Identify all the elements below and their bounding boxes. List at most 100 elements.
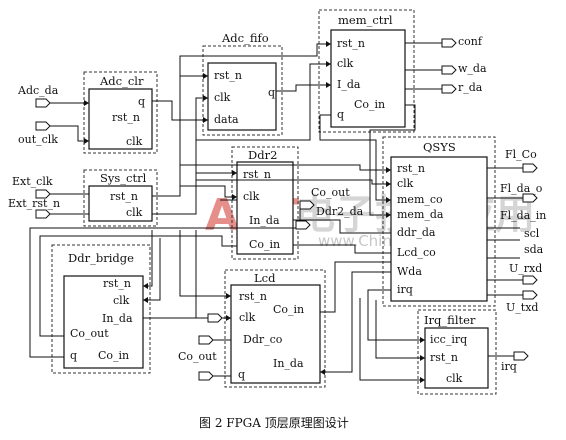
qsys-port-wda: Wda — [397, 265, 422, 278]
output-pin-r-da — [441, 84, 457, 94]
lcd-title: Lcd — [254, 271, 276, 285]
lcd-port-ddr-co: Ddr_co — [243, 333, 283, 346]
pin-ddr2-da — [295, 220, 311, 230]
input-pin-adc-da — [35, 98, 51, 108]
signal-out-clk: out_clk — [18, 133, 58, 146]
ddr2-title: Ddr2 — [248, 148, 277, 162]
signal-ddr2-da: Ddr2_da — [316, 205, 364, 218]
lcd-port-q: q — [238, 368, 245, 381]
output-pin-fl-da-o — [522, 193, 538, 203]
irq-filter-frame — [417, 309, 497, 395]
irq-filter-block — [424, 327, 489, 389]
adc-fifo-port-clk: clk — [214, 91, 231, 104]
adc-fifo-port-rst-n: rst_n — [214, 69, 242, 82]
mem-ctrl-port-clk: clk — [337, 57, 354, 70]
ddr-bridge-port-q: q — [70, 349, 77, 362]
adc-clr-port-rst-n: rst_n — [112, 111, 140, 124]
figure-caption: 图 2 FPGA 顶层原理图设计 — [199, 416, 349, 430]
lcd-port-co-in: Co_in — [273, 303, 304, 316]
ddr2-block — [236, 161, 294, 255]
signal-fl-da-in: Fl_da_in — [500, 209, 546, 222]
signal-u-txd: U_txd — [506, 301, 538, 314]
signal-u-rxd: U_rxd — [509, 262, 542, 275]
adc-clr-frame — [83, 71, 158, 154]
input-pin-ext-clk — [35, 189, 51, 199]
lcd-block — [230, 284, 321, 384]
sys-ctrl-port-rst-n: rst_n — [110, 190, 138, 203]
qsys-port-irq: irq — [397, 283, 413, 296]
mem-ctrl-title: mem_ctrl — [338, 13, 393, 27]
ddr-bridge-port-in-da: In_da — [102, 312, 133, 325]
mem-ctrl-port-co-in: Co_in — [354, 98, 385, 111]
wires — [29, 42, 525, 381]
sys-ctrl-block — [88, 185, 153, 222]
adc-clr-port-clk: clk — [126, 135, 143, 148]
irq-filter-port-rst-n: rst_n — [430, 351, 458, 364]
signal-conf: conf — [458, 35, 483, 48]
lcd-port-rst-n: rst_n — [239, 290, 267, 303]
ddr-bridge-port-rst-n: rst_n — [103, 277, 131, 290]
pin-lcd-in — [207, 313, 223, 323]
adc-fifo-port-q: q — [268, 86, 275, 99]
input-pin-out-clk — [35, 121, 51, 131]
input-pin-ext-rst-n — [35, 209, 51, 219]
output-pin-irq — [513, 351, 529, 361]
signal-irq-out: irq — [501, 360, 517, 373]
adc-clr-port-q: q — [138, 95, 145, 108]
adc-fifo-frame — [202, 45, 283, 136]
sys-ctrl-title: Sys_ctrl — [100, 171, 147, 185]
qsys-port-mem-co: mem_co — [397, 193, 443, 206]
mem-ctrl-port-rst-n: rst_n — [337, 37, 365, 50]
ddr2-port-clk: clk — [243, 190, 260, 203]
irq-filter-title: Irq_filter — [424, 313, 476, 327]
signal-adc-da: Adc_da — [17, 84, 59, 97]
signal-ext-rst-n: Ext_rst_n — [8, 197, 60, 210]
signal-fl-co: Fl_Co — [505, 148, 537, 161]
qsys-port-mem-da: mem_da — [397, 208, 444, 221]
qsys-frame — [382, 136, 496, 307]
output-pin-w-da — [441, 65, 457, 75]
signal-co-out-low: Co_out — [178, 350, 217, 363]
irq-filter-port-icc-irq: icc_irq — [430, 333, 467, 346]
adc-fifo-port-data: data — [214, 113, 239, 126]
output-pin-fl-co — [522, 163, 538, 173]
lcd-port-in-da: In_da — [273, 357, 304, 370]
ddr-bridge-port-co-in: Co_in — [98, 349, 129, 362]
signal-scl: scl — [524, 227, 540, 240]
output-pin-conf — [441, 38, 457, 48]
signal-sda: sda — [524, 243, 544, 256]
sys-ctrl-port-clk: clk — [126, 206, 143, 219]
ddr-bridge-block — [63, 275, 144, 369]
qsys-title: QSYS — [423, 140, 456, 154]
adc-fifo-title: Adc_fifo — [221, 31, 269, 45]
qsys-port-lcd-co: Lcd_co — [397, 246, 436, 259]
ddr2-frame — [231, 146, 299, 260]
connectors — [35, 38, 538, 383]
adc-clr-block — [88, 88, 153, 150]
output-pin-u-txd — [522, 290, 538, 300]
pin-lcd-ddr-co — [198, 335, 214, 345]
ddr2-port-co-in: Co_in — [249, 238, 280, 251]
output-pin-u-rxd — [522, 275, 538, 285]
signal-w-da: w_da — [458, 62, 487, 75]
signal-ext-clk: Ext_clk — [12, 175, 53, 188]
signal-r-da: r_da — [458, 81, 483, 94]
pin-co-out-mid — [299, 200, 315, 210]
mem-ctrl-block — [330, 29, 406, 128]
sys-ctrl-frame — [83, 169, 158, 227]
ddr-bridge-frame — [51, 244, 151, 374]
ddr-bridge-port-co-out: Co_out — [70, 327, 109, 340]
ddr-bridge-title: Ddr_bridge — [68, 251, 134, 265]
lcd-frame — [224, 269, 326, 388]
qsys-port-clk: clk — [397, 177, 414, 190]
qsys-port-ddr-da: ddr_da — [397, 226, 436, 239]
mem-ctrl-port-q: q — [337, 108, 344, 121]
ddr2-port-in-da: In_da — [249, 214, 280, 227]
mem-ctrl-frame — [318, 9, 415, 133]
qsys-port-rst-n: rst_n — [397, 162, 425, 175]
lcd-port-clk: clk — [239, 311, 256, 324]
irq-filter-port-clk: clk — [446, 372, 463, 385]
mem-ctrl-port-i-da: I_da — [337, 78, 361, 91]
ddr2-port-rst-n: rst_n — [243, 168, 271, 181]
